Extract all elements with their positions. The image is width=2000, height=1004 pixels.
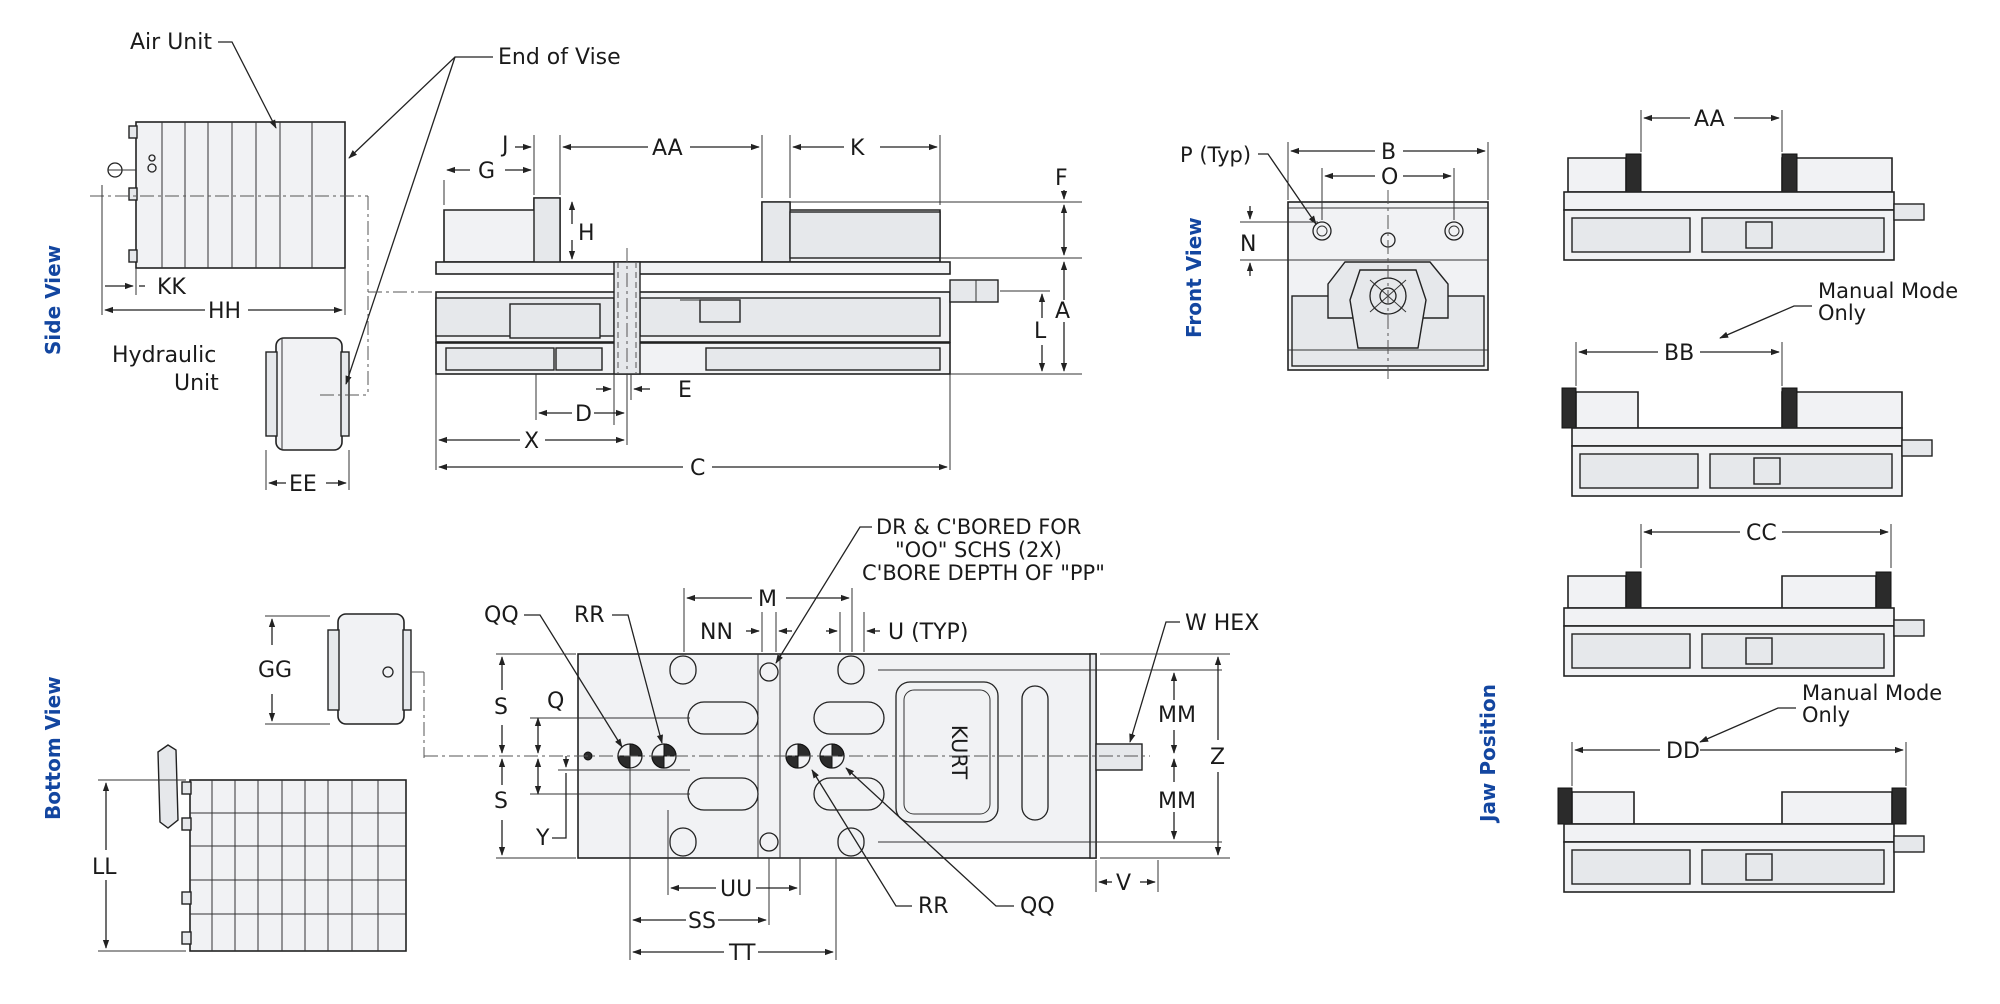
jaw-position-bb [1561,387,1933,497]
dim-N: N [1240,232,1256,257]
dim-RR-bottom: RR [918,894,949,919]
dim-O: O [1381,165,1398,190]
dim-EE: EE [289,472,317,497]
manual-mode-2-line1: Manual Mode [1802,681,1942,705]
dim-F: F [1055,166,1068,191]
dim-A: A [1055,299,1070,324]
dim-Q: Q [547,689,564,714]
w-hex-label: W HEX [1185,611,1259,636]
jaw-position-aa [1563,153,1925,261]
dim-K: K [850,136,865,161]
dim-C: C [690,456,705,481]
dim-J: J [500,133,509,158]
dim-V: V [1116,871,1131,896]
dim-MM-top: MM [1158,703,1196,728]
dim-TT: TT [728,941,756,966]
jaw-position-cc [1563,571,1925,677]
dim-S-bottom: S [494,789,508,814]
dim-DD: DD [1666,739,1700,764]
side-view-title: Side View [41,245,65,355]
dim-S-top: S [494,695,508,720]
vise-side-body [435,197,999,375]
air-unit-label: Air Unit [130,30,212,55]
dim-SS: SS [688,909,716,934]
dim-Z: Z [1210,745,1225,770]
dim-AA-side: AA [652,136,683,161]
dim-M: M [758,587,777,612]
dim-H: H [578,221,595,246]
dim-D: D [575,402,592,427]
front-view-title: Front View [1182,217,1206,338]
dim-GG: GG [258,658,292,683]
manual-mode-2-line2: Only [1802,703,1850,727]
dim-E: E [678,378,692,403]
manual-mode-1-line1: Manual Mode [1818,279,1958,303]
jaw-position-title: Jaw Position [1476,684,1500,824]
dim-LL: LL [92,855,117,880]
dim-U-typ: U (TYP) [888,620,968,645]
dim-UU: UU [720,877,752,902]
hydraulic-label-1: Hydraulic [112,343,216,368]
drill-note-2: "OO" SCHS (2X) [895,538,1062,562]
drill-note-3: C'BORE DEPTH OF "PP" [862,561,1105,585]
bottom-view-title: Bottom View [41,676,65,820]
dim-MM-bottom: MM [1158,789,1196,814]
dim-HH: HH [208,299,241,324]
dim-KK: KK [157,275,186,300]
dim-Y: Y [535,826,550,851]
hydraulic-unit-side [265,337,350,451]
air-unit-side [107,121,346,269]
drill-note-1: DR & C'BORED FOR [876,515,1081,539]
air-unit-bottom [157,744,407,952]
dim-NN: NN [700,620,733,645]
dim-CC: CC [1746,521,1777,546]
p-typ-label: P (Typ) [1180,143,1251,167]
end-of-vise-label: End of Vise [498,45,621,70]
dim-QQ-bottom: QQ [1020,894,1055,919]
dim-B: B [1381,140,1396,165]
hydraulic-label-2: Unit [174,371,219,396]
hydraulic-unit-bottom [327,613,412,725]
dim-G: G [478,159,495,184]
dim-RR-top: RR [574,603,605,628]
dim-QQ-top: QQ [484,603,519,628]
dim-AA-jaw: AA [1694,107,1725,132]
dim-L: L [1034,319,1047,344]
nameplate-text: KURT [947,725,971,780]
dim-X: X [524,429,539,454]
manual-mode-1-line2: Only [1818,301,1866,325]
dim-BB: BB [1664,341,1694,366]
jaw-position-dd [1557,787,1925,893]
